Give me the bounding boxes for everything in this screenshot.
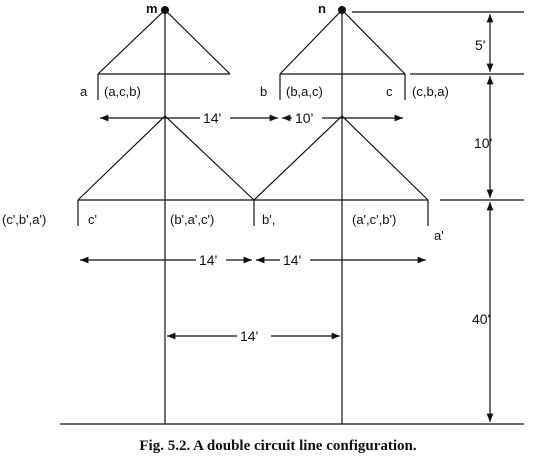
figure-caption: Fig. 5.2. A double circuit line configur… <box>139 438 417 454</box>
tower-m-label: m <box>146 1 158 16</box>
upper-label-b-set: (b,a,c) <box>286 84 323 99</box>
lower-brace-m <box>77 115 255 201</box>
dim-ground-height-label: 40' <box>472 311 490 327</box>
dim-lower-right-label: 14' <box>283 252 301 268</box>
lower-label-c: c' <box>88 212 97 227</box>
dim-upper-left-label: 14' <box>203 110 221 126</box>
tower-n-label: n <box>318 1 326 16</box>
dim-upper-right-label: 10' <box>295 110 313 126</box>
upper-label-c-set: (c,b,a) <box>412 84 449 99</box>
dim-top-height-label: 5' <box>475 37 485 53</box>
lower-label-b-set: (b',a',c') <box>170 212 214 227</box>
dim-middle-height-label: 10' <box>474 135 492 151</box>
upper-brace-n <box>279 9 406 75</box>
lower-label-b: b', <box>262 212 275 227</box>
upper-label-c: c <box>386 84 393 99</box>
dim-tower-spacing-label: 14' <box>240 328 258 344</box>
lower-label-c-set: (c',b',a') <box>2 212 46 227</box>
dim-lower-left-label: 14' <box>199 252 217 268</box>
upper-label-a: a <box>80 84 88 99</box>
upper-label-a-set: (a,c,b) <box>104 84 141 99</box>
upper-label-b: b <box>260 84 267 99</box>
lower-label-a-set: (a',c',b') <box>352 212 396 227</box>
lower-label-a: a' <box>434 228 444 243</box>
lower-brace-n <box>253 115 429 201</box>
upper-brace-m <box>97 9 231 75</box>
